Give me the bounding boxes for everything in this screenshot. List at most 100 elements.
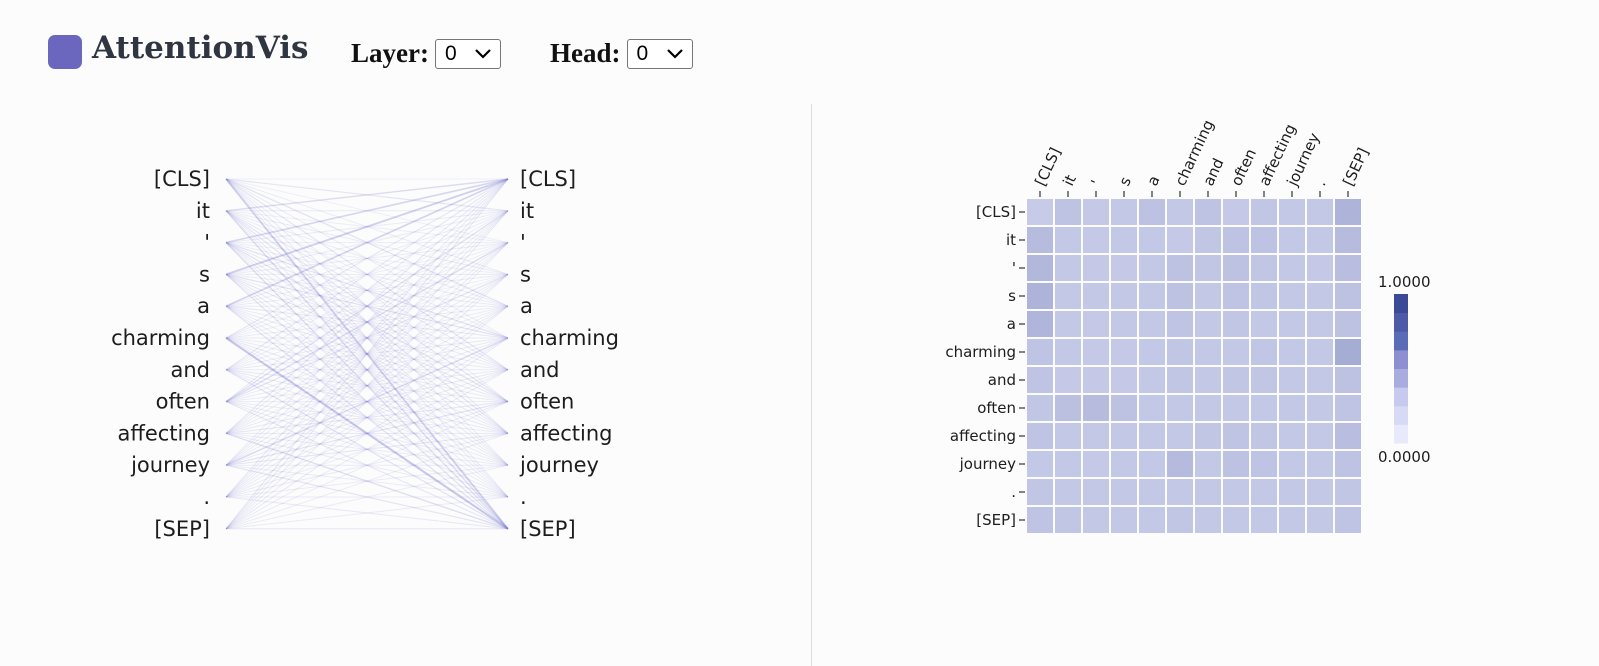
heatmap-cell[interactable] [1055, 451, 1081, 477]
left-token-label[interactable]: ' [204, 231, 210, 255]
heatmap-cell[interactable] [1167, 367, 1193, 393]
heatmap-cell[interactable] [1111, 451, 1137, 477]
heatmap-cell[interactable] [1111, 395, 1137, 421]
heatmap-cell[interactable] [1083, 227, 1109, 253]
left-token-label[interactable]: . [203, 485, 210, 509]
head-select[interactable]: 0 [626, 38, 693, 69]
heatmap-cell[interactable] [1055, 479, 1081, 505]
heatmap-cell[interactable] [1027, 227, 1053, 253]
heatmap-cell[interactable] [1335, 339, 1361, 365]
right-token-label[interactable]: s [520, 262, 531, 286]
heatmap-cell[interactable] [1083, 339, 1109, 365]
heatmap-cell[interactable] [1027, 255, 1053, 281]
heatmap-cell[interactable] [1027, 395, 1053, 421]
heatmap-cell[interactable] [1139, 283, 1165, 309]
heatmap-cell[interactable] [1139, 339, 1165, 365]
heatmap-cell[interactable] [1335, 227, 1361, 253]
heatmap-cell[interactable] [1223, 507, 1249, 533]
heatmap-cell[interactable] [1111, 339, 1137, 365]
heatmap-cell[interactable] [1083, 507, 1109, 533]
heatmap-cell[interactable] [1083, 479, 1109, 505]
heatmap-cell[interactable] [1279, 395, 1305, 421]
right-token-label[interactable]: ' [520, 231, 526, 255]
heatmap-cell[interactable] [1167, 423, 1193, 449]
right-token-label[interactable]: [CLS] [520, 167, 576, 191]
heatmap-cell[interactable] [1055, 395, 1081, 421]
heatmap-cell[interactable] [1279, 339, 1305, 365]
heatmap-cell[interactable] [1195, 199, 1221, 225]
heatmap-cell[interactable] [1251, 199, 1277, 225]
heatmap-cell[interactable] [1307, 283, 1333, 309]
right-token-label[interactable]: a [520, 294, 533, 318]
heatmap-cell[interactable] [1279, 283, 1305, 309]
heatmap-cell[interactable] [1307, 367, 1333, 393]
heatmap-cell[interactable] [1279, 227, 1305, 253]
right-token-label[interactable]: and [520, 358, 560, 382]
heatmap-cell[interactable] [1111, 255, 1137, 281]
heatmap-cell[interactable] [1195, 227, 1221, 253]
right-token-label[interactable]: often [520, 390, 574, 414]
heatmap-cell[interactable] [1139, 199, 1165, 225]
heatmap-cell[interactable] [1027, 311, 1053, 337]
heatmap-cell[interactable] [1335, 311, 1361, 337]
left-token-label[interactable]: a [197, 294, 210, 318]
heatmap-cell[interactable] [1335, 395, 1361, 421]
left-token-label[interactable]: charming [111, 326, 210, 350]
heatmap-cell[interactable] [1167, 395, 1193, 421]
heatmap-cell[interactable] [1223, 423, 1249, 449]
heatmap-cell[interactable] [1195, 339, 1221, 365]
heatmap-cell[interactable] [1083, 199, 1109, 225]
heatmap-cell[interactable] [1279, 199, 1305, 225]
heatmap-cell[interactable] [1307, 451, 1333, 477]
heatmap-cell[interactable] [1195, 283, 1221, 309]
heatmap-cell[interactable] [1083, 395, 1109, 421]
heatmap-cell[interactable] [1083, 451, 1109, 477]
heatmap-cell[interactable] [1055, 507, 1081, 533]
left-token-label[interactable]: journey [130, 453, 210, 477]
heatmap-cell[interactable] [1111, 479, 1137, 505]
heatmap-cell[interactable] [1139, 479, 1165, 505]
heatmap-cell[interactable] [1055, 339, 1081, 365]
heatmap-cell[interactable] [1223, 283, 1249, 309]
heatmap-cell[interactable] [1335, 199, 1361, 225]
heatmap-cell[interactable] [1335, 451, 1361, 477]
left-token-label[interactable]: [SEP] [154, 517, 210, 541]
layer-select[interactable]: 0 [434, 38, 501, 69]
heatmap-cell[interactable] [1307, 507, 1333, 533]
heatmap-cell[interactable] [1139, 451, 1165, 477]
heatmap-cell[interactable] [1251, 367, 1277, 393]
heatmap-cell[interactable] [1027, 451, 1053, 477]
heatmap-cell[interactable] [1279, 311, 1305, 337]
heatmap-cell[interactable] [1279, 423, 1305, 449]
heatmap-cell[interactable] [1055, 311, 1081, 337]
heatmap-cell[interactable] [1251, 227, 1277, 253]
heatmap-cell[interactable] [1223, 311, 1249, 337]
heatmap-cell[interactable] [1279, 479, 1305, 505]
heatmap-cell[interactable] [1167, 227, 1193, 253]
heatmap-cell[interactable] [1195, 255, 1221, 281]
heatmap-cell[interactable] [1111, 423, 1137, 449]
heatmap-cell[interactable] [1223, 227, 1249, 253]
heatmap-cell[interactable] [1307, 423, 1333, 449]
heatmap-cell[interactable] [1335, 507, 1361, 533]
heatmap-cell[interactable] [1027, 283, 1053, 309]
heatmap-cell[interactable] [1251, 255, 1277, 281]
heatmap-cell[interactable] [1027, 507, 1053, 533]
heatmap-cell[interactable] [1195, 451, 1221, 477]
heatmap-cell[interactable] [1167, 311, 1193, 337]
heatmap-cell[interactable] [1111, 199, 1137, 225]
heatmap-cell[interactable] [1223, 479, 1249, 505]
right-token-label[interactable]: [SEP] [520, 517, 576, 541]
heatmap-cell[interactable] [1223, 367, 1249, 393]
heatmap-cell[interactable] [1111, 227, 1137, 253]
heatmap-cell[interactable] [1167, 255, 1193, 281]
left-token-label[interactable]: it [196, 199, 210, 223]
heatmap-cell[interactable] [1055, 199, 1081, 225]
heatmap-cell[interactable] [1307, 227, 1333, 253]
heatmap-cell[interactable] [1167, 339, 1193, 365]
heatmap-cell[interactable] [1279, 255, 1305, 281]
heatmap-cell[interactable] [1055, 283, 1081, 309]
heatmap-cell[interactable] [1279, 507, 1305, 533]
left-token-label[interactable]: [CLS] [154, 167, 210, 191]
heatmap-cell[interactable] [1083, 423, 1109, 449]
